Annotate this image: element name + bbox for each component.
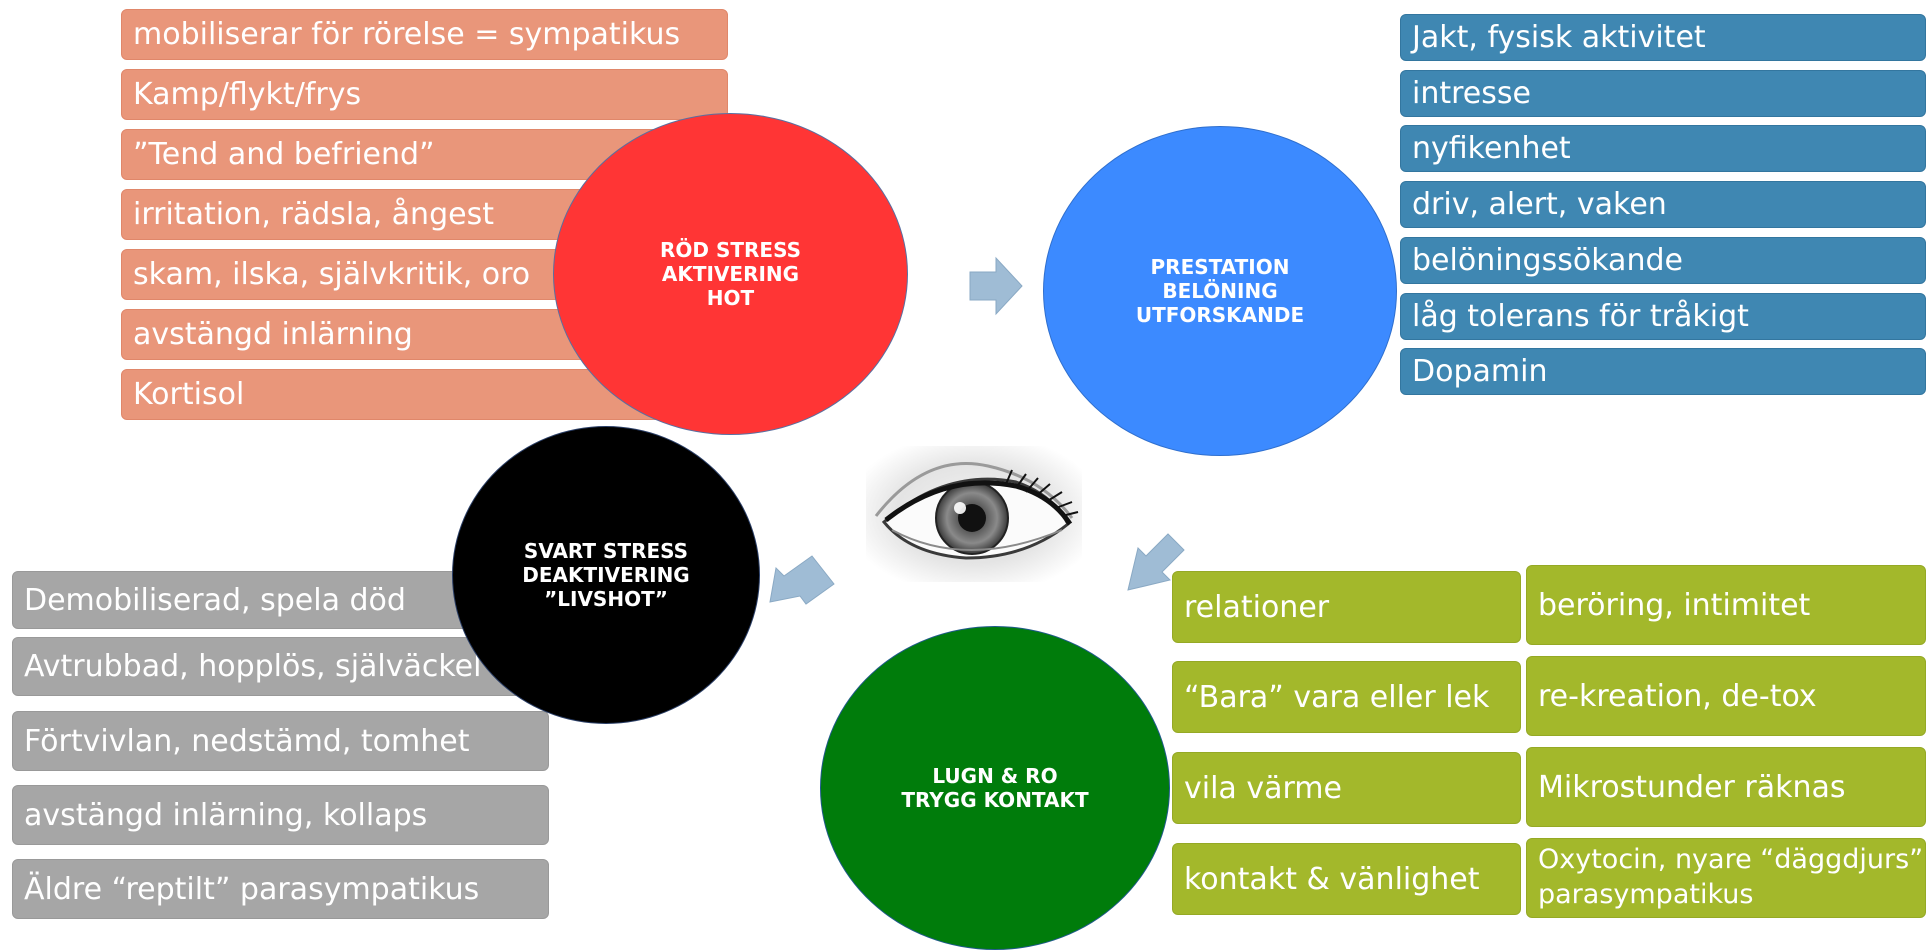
grey-item-3: Förtvivlan, nedstämd, tomhet [12, 711, 549, 771]
red-stress-subtitle-2: HOT [706, 286, 755, 310]
red-stress-subtitle: AKTIVERING [661, 262, 800, 286]
green-left-item-1: relationer [1172, 571, 1521, 643]
red-item-2: Kamp/flykt/frys [121, 69, 728, 120]
green-left-item-2: “Bara” vara eller lek [1172, 661, 1521, 733]
prestation-subtitle: BELÖNING [1162, 279, 1278, 303]
blue-item-3: nyfikenhet [1400, 125, 1926, 172]
grey-item-4: avstängd inlärning, kollaps [12, 785, 549, 845]
blue-item-5: belöningssökande [1400, 237, 1926, 284]
green-right-item-2: re-kreation, de-tox [1526, 656, 1926, 736]
red-item-1: mobiliserar för rörelse = sympatikus [121, 9, 728, 60]
black-stress-circle: SVART STRESS DEAKTIVERING ”LIVSHOT” [452, 426, 760, 724]
blue-item-1: Jakt, fysisk aktivitet [1400, 14, 1926, 61]
blue-item-6: låg tolerans för tråkigt [1400, 293, 1926, 340]
black-stress-subtitle-2: ”LIVSHOT” [544, 587, 668, 611]
prestation-title: PRESTATION [1150, 255, 1290, 279]
calm-circle: LUGN & RO TRYGG KONTAKT [820, 626, 1170, 950]
eye-icon [866, 446, 1082, 582]
green-right-item-4: Oxytocin, nyare “däggdjurs” parasympatik… [1526, 838, 1926, 918]
blue-item-2: intresse [1400, 70, 1926, 117]
calm-subtitle: TRYGG KONTAKT [901, 788, 1089, 812]
arrow-up-left-icon [769, 555, 835, 605]
blue-item-4: driv, alert, vaken [1400, 181, 1926, 228]
arrow-down-left-icon [1127, 533, 1185, 591]
grey-item-2: Avtrubbad, hopplös, själväckel [12, 637, 549, 696]
green-left-item-4: kontakt & vänlighet [1172, 843, 1521, 915]
black-stress-subtitle: DEAKTIVERING [522, 563, 690, 587]
black-stress-title: SVART STRESS [523, 539, 689, 563]
prestation-circle: PRESTATION BELÖNING UTFORSKANDE [1043, 126, 1397, 456]
red-stress-title: RÖD STRESS [660, 238, 801, 262]
green-right-item-1: beröring, intimitet [1526, 565, 1926, 645]
prestation-subtitle-2: UTFORSKANDE [1135, 303, 1305, 327]
green-left-item-3: vila värme [1172, 752, 1521, 824]
red-stress-circle: RÖD STRESS AKTIVERING HOT [553, 113, 908, 435]
calm-title: LUGN & RO [932, 764, 1058, 788]
arrow-right-icon [969, 256, 1023, 316]
grey-item-5: Äldre “reptilt” parasympatikus [12, 859, 549, 919]
green-right-item-3: Mikrostunder räknas [1526, 747, 1926, 827]
blue-item-7: Dopamin [1400, 348, 1926, 395]
